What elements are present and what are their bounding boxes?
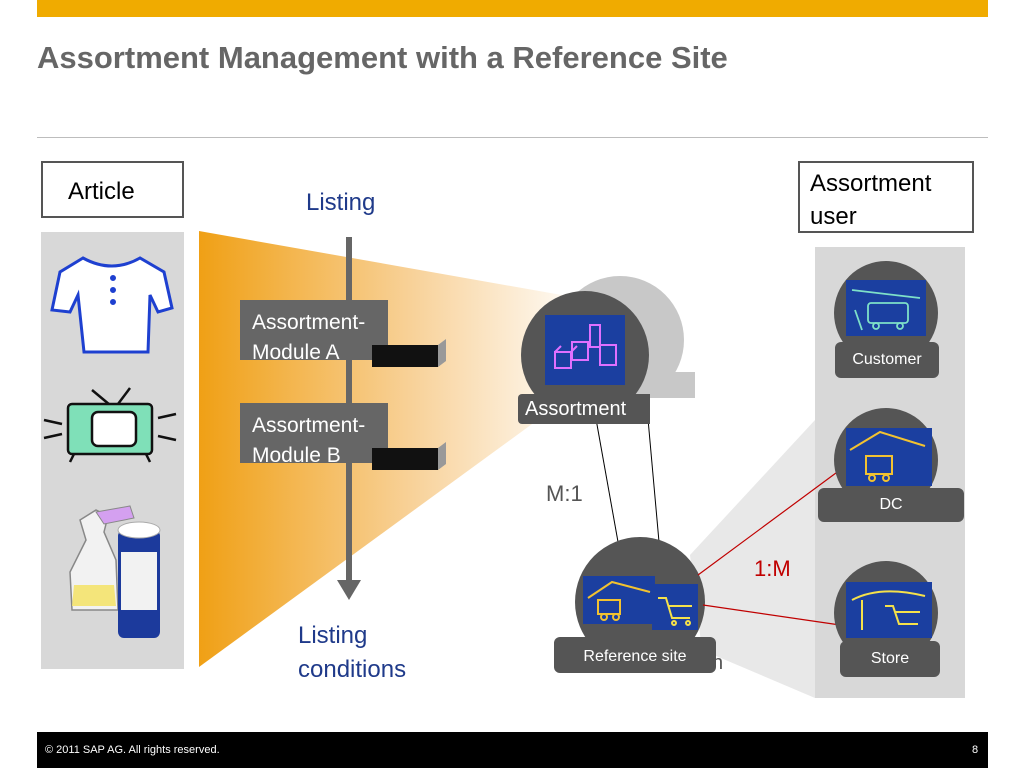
- shopping-cart-icon: [658, 597, 692, 626]
- module-b-line-1: Assortment-: [252, 414, 366, 437]
- relation-m-to-1: M:1: [546, 481, 583, 506]
- customer-label: Customer: [835, 342, 939, 378]
- store-icon: [851, 590, 926, 630]
- relation-1-to-m: 1:M: [754, 556, 791, 581]
- module-a-line-2: Module A: [252, 341, 340, 360]
- module-a-line-1: Assortment-: [252, 311, 366, 334]
- article-box: Article: [41, 161, 184, 218]
- listing-conditions-label: Listing conditions: [298, 619, 406, 687]
- assortment-module-b: Assortment- Module B: [240, 403, 388, 463]
- television-icon: [43, 387, 177, 463]
- packages-icon: [554, 324, 617, 369]
- reference-site-label: Reference site: [554, 637, 716, 673]
- distribution-funnel: [690, 420, 815, 698]
- module-b-line-2: Module B: [252, 444, 341, 463]
- t-shirt-icon: [50, 256, 174, 354]
- module-b-chip: [372, 448, 438, 470]
- assortment-module-a: Assortment- Module A: [240, 300, 388, 360]
- listing-conditions-line-2: conditions: [298, 656, 407, 683]
- cleaning-spray-icon: [69, 505, 161, 638]
- page-number: 8: [972, 744, 979, 756]
- reference-site-tail-text: n: [712, 652, 724, 674]
- listing-conditions-line-1: Listing: [298, 622, 368, 649]
- assortment-label: Assortment: [518, 394, 650, 424]
- assortment-user-box: Assortment user: [798, 161, 974, 233]
- footer-bar: [37, 732, 988, 768]
- page-title: Assortment Management with a Reference S…: [37, 40, 728, 75]
- assortment-user-line-1: Assortment: [810, 170, 932, 197]
- copyright-text: © 2011 SAP AG. All rights reserved.: [45, 744, 220, 756]
- warehouse-truck-icon: [849, 430, 926, 482]
- title-divider: [37, 137, 988, 138]
- store-label: Store: [840, 641, 940, 677]
- assortment-user-line-2: user: [810, 203, 857, 230]
- listing-label: Listing: [306, 189, 376, 216]
- top-accent-bar: [37, 0, 988, 17]
- listing-arrow-head: [337, 580, 361, 600]
- dc-label: DC: [818, 488, 964, 522]
- module-a-chip: [372, 345, 438, 367]
- van-icon: [851, 289, 921, 331]
- warehouse-truck-icon: [587, 580, 651, 621]
